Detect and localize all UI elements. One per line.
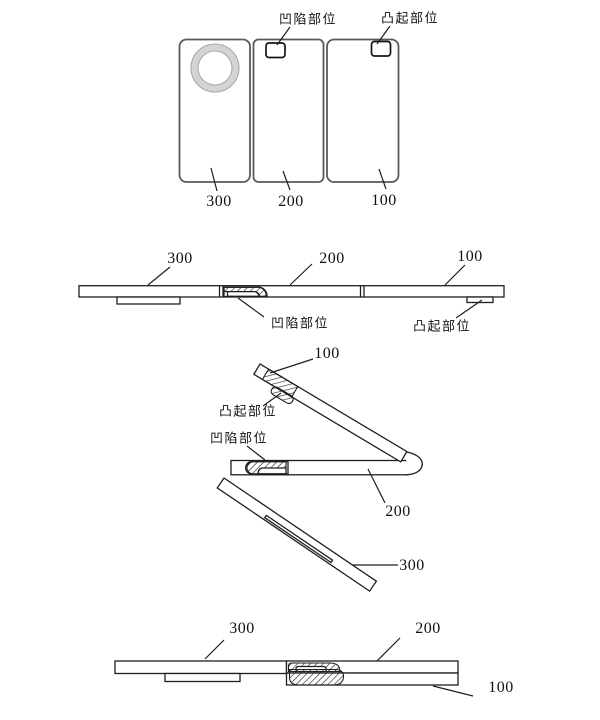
view4-leader-300 bbox=[204, 639, 225, 660]
view2-label-200: 200 bbox=[319, 250, 345, 267]
view3-leader-200 bbox=[367, 468, 386, 504]
view3-protrusion-bulge bbox=[270, 386, 294, 405]
view2-protrusion-bump bbox=[466, 296, 494, 304]
view2-leader-300 bbox=[147, 266, 171, 286]
view2-label-100: 100 bbox=[457, 248, 483, 265]
view2-leader-200 bbox=[289, 263, 313, 286]
view3-leader-100 bbox=[269, 358, 314, 374]
view3-half-folded bbox=[216, 358, 423, 592]
view1-leader-300 bbox=[210, 167, 218, 192]
view4-leader-100 bbox=[432, 685, 474, 697]
view2-leader-recess bbox=[237, 297, 265, 318]
view1-unfolded-back bbox=[178, 25, 400, 192]
view4-panel-300 bbox=[114, 660, 288, 675]
view2-camera-bump bbox=[116, 296, 181, 305]
view3-panel-300 bbox=[216, 477, 378, 592]
camera-ring-icon bbox=[190, 43, 240, 93]
view2-label-protrusion: 凸起部位 bbox=[412, 319, 472, 335]
view3-label-300: 300 bbox=[399, 557, 425, 574]
view3-label-protrusion: 凸起部位 bbox=[218, 404, 278, 420]
view4-protrusion-hatch bbox=[288, 668, 345, 686]
view4-label-300: 300 bbox=[229, 620, 255, 637]
view1-leader-recess bbox=[276, 26, 291, 46]
view2-recess-pocket bbox=[226, 290, 260, 297]
view1-label-protrusion: 凸起部位 bbox=[380, 11, 440, 27]
view4-folded-side bbox=[114, 637, 474, 697]
view1-leader-100 bbox=[378, 168, 387, 190]
view1-label-recess: 凹陷部位 bbox=[278, 12, 338, 28]
view3-recess-pocket bbox=[257, 467, 287, 475]
view3-label-recess: 凹陷部位 bbox=[209, 431, 269, 447]
view3-hinge-cap bbox=[404, 451, 423, 476]
view1-protrusion-mark bbox=[370, 40, 392, 57]
view1-recess-mark bbox=[265, 42, 286, 59]
view4-leader-200 bbox=[376, 637, 401, 662]
view1-leader-200 bbox=[282, 170, 291, 191]
view3-leader-recess bbox=[246, 445, 266, 461]
view1-label-100: 100 bbox=[371, 192, 397, 209]
view3-label-200: 200 bbox=[385, 503, 411, 520]
view2-leader-protrusion bbox=[455, 299, 483, 319]
view4-label-100: 100 bbox=[488, 679, 514, 696]
view1-label-300: 300 bbox=[206, 193, 232, 210]
view1-panel-300 bbox=[178, 38, 251, 183]
view3-panel-100 bbox=[252, 363, 408, 463]
view4-label-200: 200 bbox=[415, 620, 441, 637]
view2-side-unfolded bbox=[78, 263, 505, 319]
view2-leader-100 bbox=[444, 264, 466, 286]
view1-panel-200 bbox=[252, 38, 325, 183]
view1-label-200: 200 bbox=[278, 193, 304, 210]
view2-device-bar bbox=[78, 285, 505, 298]
view3-label-100: 100 bbox=[314, 345, 340, 362]
view2-label-300: 300 bbox=[167, 250, 193, 267]
view4-camera-bump bbox=[164, 672, 241, 683]
view1-leader-protrusion bbox=[376, 25, 391, 45]
view1-panel-100 bbox=[326, 38, 400, 183]
view3-leader-protrusion bbox=[262, 392, 282, 407]
view2-label-recess: 凹陷部位 bbox=[270, 316, 330, 332]
view3-camera-bump-edge bbox=[263, 514, 334, 564]
